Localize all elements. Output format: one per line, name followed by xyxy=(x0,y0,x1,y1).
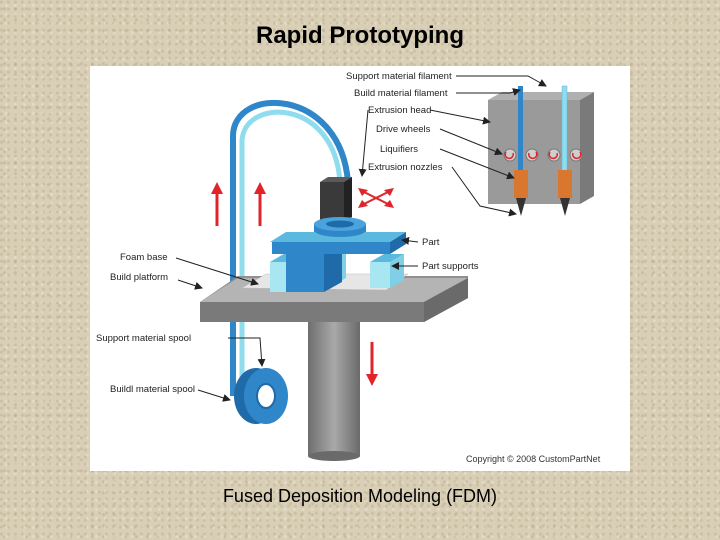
xy-motion-arrows-icon xyxy=(358,188,394,208)
build-filament-label: Build material filament xyxy=(354,88,448,99)
fdm-diagram-svg: Support material filament Build material… xyxy=(96,71,601,464)
part-supports-label: Part supports xyxy=(422,261,479,272)
slide-title: Rapid Prototyping xyxy=(256,22,464,49)
slide-caption: Fused Deposition Modeling (FDM) xyxy=(222,486,498,506)
build-filament-loop xyxy=(230,99,351,396)
elevator-column xyxy=(308,316,360,456)
extrusion-nozzles-label: Extrusion nozzles xyxy=(368,162,443,173)
liquifier-left xyxy=(514,170,528,198)
part-label: Part xyxy=(422,237,440,248)
drive-wheels-label: Drive wheels xyxy=(376,124,431,135)
liquifiers-label: Liquifiers xyxy=(380,144,418,155)
nozzle-left xyxy=(516,198,526,216)
build-platform-label: Build platform xyxy=(110,272,168,283)
build-spool-label: Buildl material spool xyxy=(110,384,195,395)
nozzle-right xyxy=(560,198,570,216)
fdm-diagram: Support material filament Build material… xyxy=(90,66,630,471)
drive-wheels-icon xyxy=(503,148,583,162)
liquifier-right xyxy=(558,170,572,198)
material-spool xyxy=(234,368,288,424)
copyright-notice: Copyright © 2008 CustomPartNet xyxy=(466,454,601,464)
foam-base-label: Foam base xyxy=(120,252,168,263)
extrusion-head-detail xyxy=(488,85,594,216)
down-arrow-icon xyxy=(366,342,378,386)
build-platform xyxy=(200,276,468,322)
up-arrow-icon xyxy=(211,182,266,226)
support-spool-label: Support material spool xyxy=(96,333,191,344)
part-model xyxy=(270,217,406,292)
leader-lines xyxy=(175,75,547,402)
extrusion-head-label: Extrusion head xyxy=(368,105,431,116)
support-filament-label: Support material filament xyxy=(346,71,452,82)
support-filament-loop xyxy=(239,109,343,396)
